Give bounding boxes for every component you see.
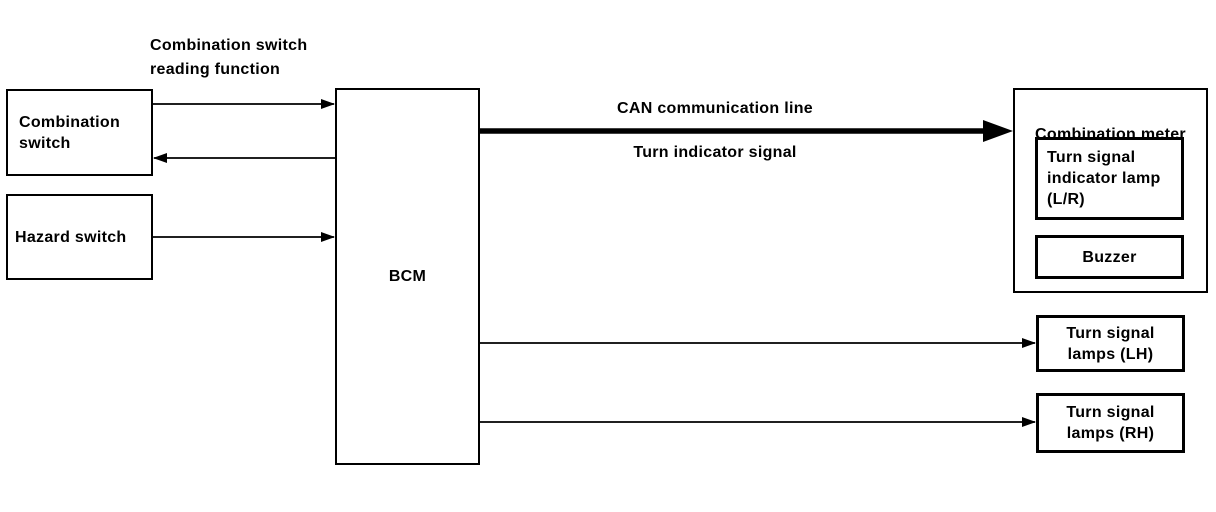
turn-signal-lamps-rh-box: Turn signal lamps (RH) bbox=[1036, 393, 1185, 453]
hazard-switch-box: Hazard switch bbox=[6, 194, 153, 280]
combination-switch-box: Combination switch bbox=[6, 89, 153, 176]
turn-signal-indicator-lamp-box: Turn signal indicator lamp (L/R) bbox=[1035, 137, 1184, 220]
buzzer-box: Buzzer bbox=[1035, 235, 1184, 279]
turn-indicator-signal-label: Turn indicator signal bbox=[633, 144, 797, 161]
turn-signal-lamps-lh-box: Turn signal lamps (LH) bbox=[1036, 315, 1185, 372]
can-communication-line-label: CAN communication line bbox=[617, 100, 813, 117]
bcm-box: BCM bbox=[335, 88, 480, 465]
reading-function-label: Combination switch reading function bbox=[150, 37, 308, 78]
can-line-arrowhead bbox=[983, 120, 1013, 142]
